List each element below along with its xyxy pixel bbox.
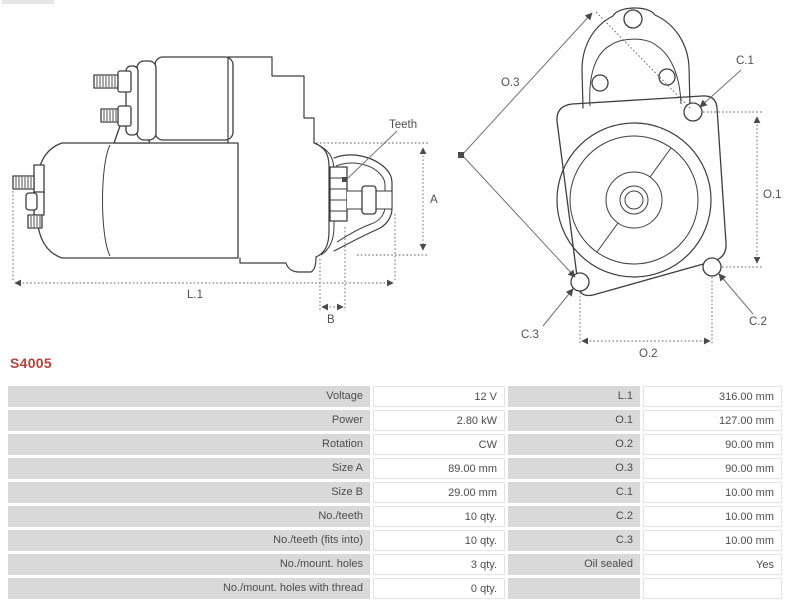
spec-label-cell: O.2 (508, 434, 640, 455)
spec-value-cell: 90.00 mm (643, 458, 782, 479)
dim-label-c2: C.2 (749, 316, 767, 328)
spec-label-cell: Size A (8, 458, 370, 479)
spec-value-cell: 10 qty. (373, 506, 505, 527)
spec-value-cell: 90.00 mm (643, 434, 782, 455)
mount-hole-c2 (702, 257, 722, 277)
solenoid-body (154, 56, 234, 141)
gear-housing-dome (581, 7, 691, 109)
spec-label-cell: Voltage (8, 386, 370, 407)
shaft-center-hole (624, 190, 644, 210)
spec-value-cell: CW (373, 434, 505, 455)
spec-value-cell: 10.00 mm (643, 506, 782, 527)
spec-value-cell: 127.00 mm (643, 410, 782, 431)
spec-label-cell: O.1 (508, 410, 640, 431)
spec-label-cell: L.1 (508, 386, 640, 407)
dim-label-b: B (327, 314, 335, 326)
spec-value-cell: 89.00 mm (373, 458, 505, 479)
spec-label-cell: C.1 (508, 482, 640, 503)
spec-label-cell (508, 578, 640, 599)
pinion-gear (329, 166, 348, 222)
dim-label-l1: L.1 (187, 289, 203, 301)
spec-value-cell (643, 578, 782, 599)
front-view-drawing: O.3 C.1 O.1 O.2 C.3 C.2 (458, 7, 782, 360)
dim-label-a: A (430, 194, 438, 206)
shaft-bearing (361, 185, 377, 215)
flange-outer-circle (556, 122, 712, 278)
spec-label-cell: Size B (8, 482, 370, 503)
terminal-plate (33, 164, 45, 194)
spec-value-cell: 3 qty. (373, 554, 505, 575)
spec-label-cell: No./teeth (fits into) (8, 530, 370, 551)
spec-value-cell: 10 qty. (373, 530, 505, 551)
dim-label-o1: O.1 (763, 189, 782, 201)
spec-value-cell: 316.00 mm (643, 386, 782, 407)
dim-label-o2: O.2 (639, 348, 658, 360)
dim-label-o3: O.3 (501, 77, 520, 89)
spec-table: Voltage 12 V L.1 316.00 mm Power 2.80 kW… (8, 386, 782, 599)
spec-label-cell: C.2 (508, 506, 640, 527)
spec-label-cell: No./mount. holes (8, 554, 370, 575)
cropped-watermark (2, 0, 54, 4)
spec-label-cell: Rotation (8, 434, 370, 455)
motor-body (35, 142, 239, 259)
spec-value-cell: 2.80 kW (373, 410, 505, 431)
spec-label-cell: No./teeth (8, 506, 370, 527)
spec-value-cell: 12 V (373, 386, 505, 407)
technical-drawing: Teeth A L.1 B (12, 7, 782, 360)
dome-top-hole (623, 9, 643, 29)
dim-label-c3: C.3 (521, 329, 539, 341)
spec-label-cell: No./mount. holes with thread (8, 578, 370, 599)
side-view-drawing: Teeth A L.1 B (12, 56, 438, 326)
spec-label-cell: O.3 (508, 458, 640, 479)
spec-value-cell: 29.00 mm (373, 482, 505, 503)
dim-label-teeth: Teeth (389, 119, 417, 131)
dim-label-c1: C.1 (736, 55, 754, 67)
spec-value-cell: 10.00 mm (643, 530, 782, 551)
spec-value-cell: 0 qty. (373, 578, 505, 599)
spec-value-cell: Yes (643, 554, 782, 575)
part-number-title: S4005 (10, 355, 52, 371)
mount-hole-c1 (683, 102, 703, 122)
drive-housing (227, 56, 315, 144)
spec-label-cell: Oil sealed (508, 554, 640, 575)
spec-value-cell: 10.00 mm (643, 482, 782, 503)
spec-label-cell: Power (8, 410, 370, 431)
spec-label-cell: C.3 (508, 530, 640, 551)
